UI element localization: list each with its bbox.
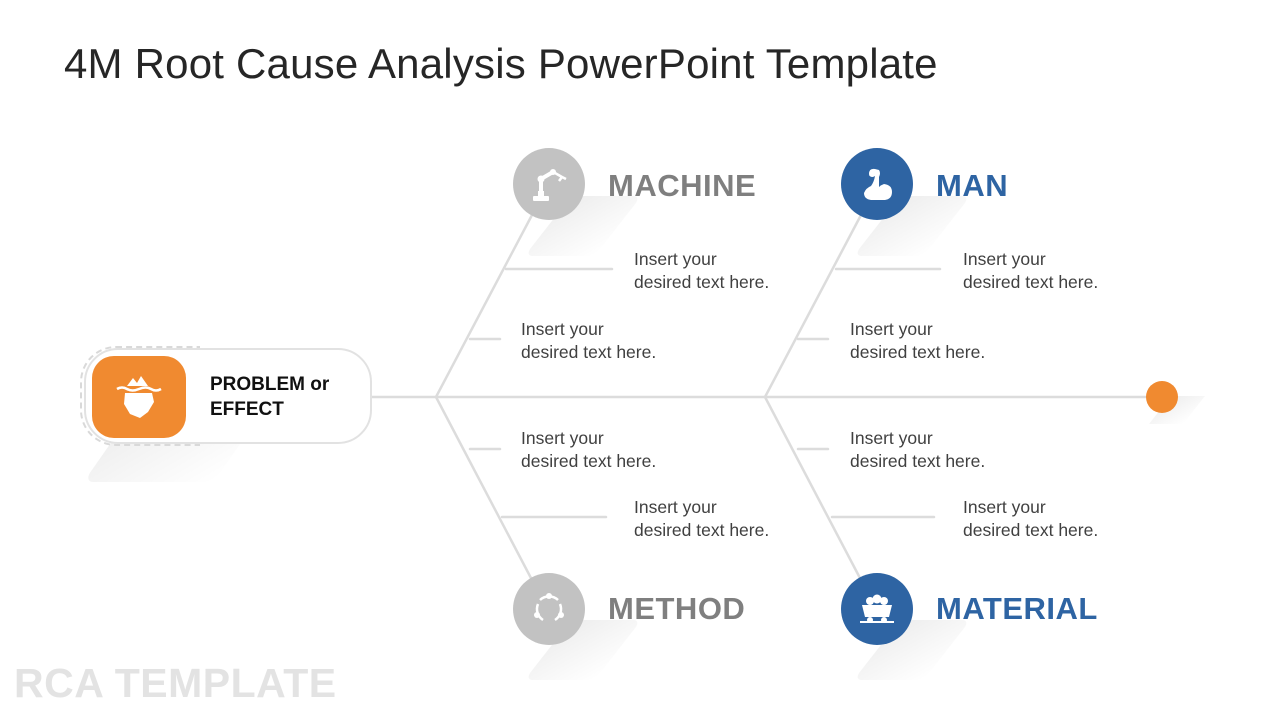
note-line: Insert your [521,319,604,339]
note-line: Insert your [850,428,933,448]
bone-material [763,395,863,582]
note-line: Insert your [850,319,933,339]
note-machine-2[interactable]: Insert your desired text here. [521,318,656,364]
note-line: Insert your [963,249,1046,269]
mine-cart-icon [860,594,894,623]
note-line: Insert your [634,249,717,269]
man-badge[interactable] [841,148,913,220]
problem-label: PROBLEM or EFFECT [210,372,329,422]
note-line: Insert your [521,428,604,448]
note-line: desired text here. [521,451,657,471]
note-man-1[interactable]: Insert your desired text here. [963,248,1098,294]
note-line: desired text here. [521,342,657,362]
note-line: desired text here. [634,520,770,540]
bone-man [763,213,863,399]
note-line: desired text here. [963,272,1099,292]
note-line: desired text here. [963,520,1099,540]
note-machine-1[interactable]: Insert your desired text here. [634,248,769,294]
bone-method [434,395,534,582]
material-badge[interactable] [841,573,913,645]
problem-label-line1: PROBLEM or [210,374,330,395]
cycle-arrows-icon [534,593,564,622]
machine-badge[interactable] [513,148,585,220]
material-label: MATERIAL [936,591,1098,626]
note-line: desired text here. [850,342,986,362]
tail-dot [1146,381,1178,413]
note-line: desired text here. [634,272,770,292]
note-method-1[interactable]: Insert your desired text here. [521,427,656,473]
problem-label-line2: EFFECT [210,399,284,420]
problem-dashed-outline [80,346,200,446]
note-material-1[interactable]: Insert your desired text here. [850,427,985,473]
flexed-bicep-icon [864,168,892,200]
note-line: desired text here. [850,451,986,471]
robot-arm-icon [533,169,567,201]
method-label: METHOD [608,591,746,626]
iceberg-icon [116,376,162,418]
bone-machine [434,213,534,399]
problem-icon-badge [92,356,186,438]
note-line: Insert your [963,497,1046,517]
footer-watermark: RCA TEMPLATE [14,660,337,706]
note-line: Insert your [634,497,717,517]
method-badge[interactable] [513,573,585,645]
slide-title: 4M Root Cause Analysis PowerPoint Templa… [64,40,938,87]
man-label: MAN [936,168,1009,203]
machine-label: MACHINE [608,168,757,203]
note-material-2[interactable]: Insert your desired text here. [963,496,1098,542]
note-man-2[interactable]: Insert your desired text here. [850,318,985,364]
note-method-2[interactable]: Insert your desired text here. [634,496,769,542]
